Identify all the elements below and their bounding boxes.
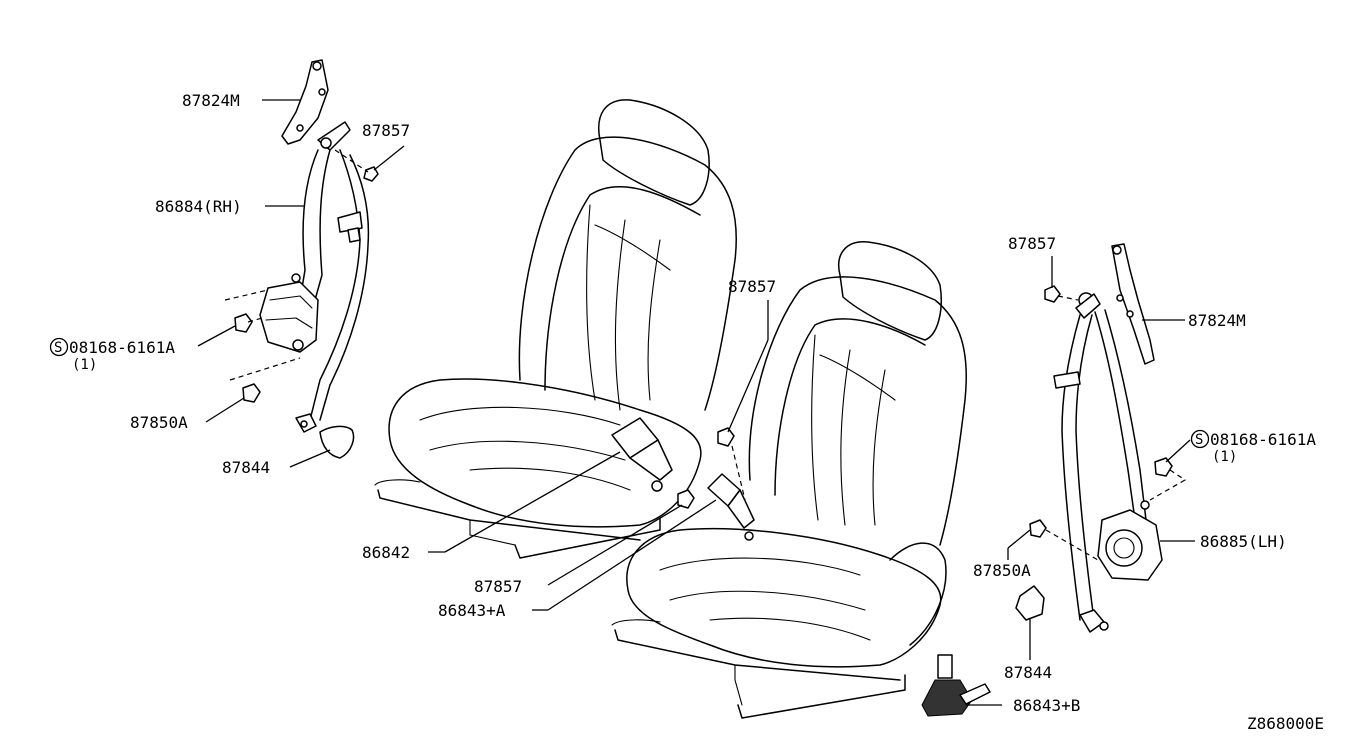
center-lower-nut [677,489,695,509]
lh-lower-bolt [1029,519,1047,538]
callout-center-buckle-a[interactable]: 86843+A [438,601,506,620]
callout-center-nut-lower[interactable]: 87857 [474,577,522,596]
diagram-code: Z868000E [1247,714,1324,733]
callout-rh-anchor[interactable]: 87824M [182,91,240,110]
callout-labels: 87824M 87857 86884(RH) S 08168-6161A (1)… [49,91,1324,733]
callout-lh-anchor[interactable]: 87824M [1188,311,1246,330]
rh-screw-symbol: S [49,337,69,357]
callout-lh-belt[interactable]: 86885(LH) [1200,532,1287,551]
lh-screw-symbol-letter: S [1195,432,1203,448]
lh-retractor [1097,509,1163,581]
callout-lh-cover[interactable]: 87844 [1004,663,1052,682]
center-buckles [611,417,755,541]
callout-center-buckle[interactable]: 86842 [362,543,410,562]
lh-seat [611,241,967,719]
callout-lh-nut-top[interactable]: 87857 [1008,234,1056,253]
rh-lower-bolt [242,383,261,403]
rh-retractor [259,281,319,353]
lh-buckle-b [937,654,953,679]
rh-screw-symbol-letter: S [54,340,62,356]
callout-rh-nut-top[interactable]: 87857 [362,121,410,140]
lh-cover [1015,585,1045,621]
rh-top-nut [363,166,379,182]
center-upper-nut [717,427,735,447]
lh-main-bolt [1154,457,1173,477]
rh-belt-assembly [224,59,379,459]
rh-main-bolt [234,313,253,333]
callout-rh-bolt-main[interactable]: 08168-6161A [69,338,175,357]
callout-rh-belt[interactable]: 86884(RH) [155,197,242,216]
callout-rh-bolt-qty: (1) [72,357,97,373]
rh-cover [319,425,355,459]
callout-lh-bolt-qty: (1) [1212,449,1237,465]
lh-belt-assembly [921,243,1187,717]
lh-top-nut [1044,285,1061,303]
callout-rh-bolt-lower[interactable]: 87850A [130,413,188,432]
lh-screw-symbol: S [1190,429,1210,449]
callout-rh-cover[interactable]: 87844 [222,458,270,477]
callout-center-nut-upper[interactable]: 87857 [728,277,776,296]
callout-lh-bolt-lower[interactable]: 87850A [973,561,1031,580]
leader-lines [197,99,1195,706]
callout-lh-bolt-main[interactable]: 08168-6161A [1210,430,1316,449]
callout-lh-buckle-b[interactable]: 86843+B [1013,696,1080,715]
rh-seat [374,99,737,559]
